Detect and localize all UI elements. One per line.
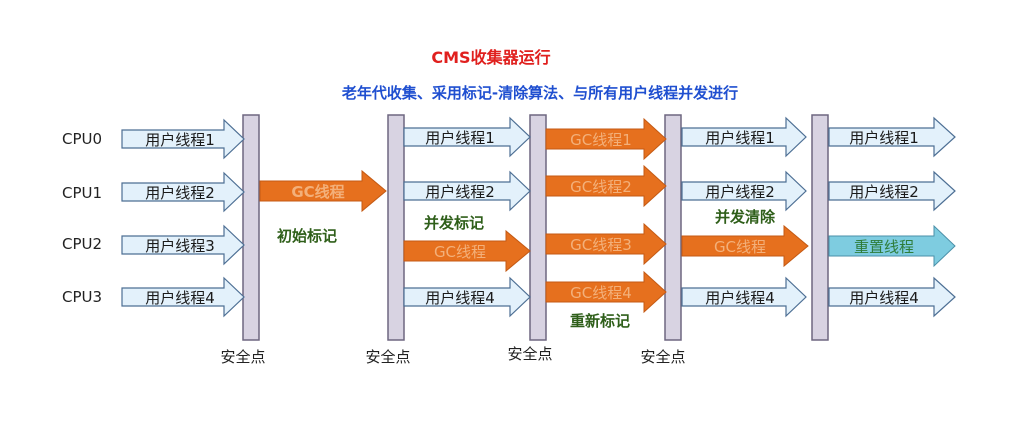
svg-text:用户线程1: 用户线程1 [425,129,495,147]
phase-initial-mark: 初始标记 [277,227,337,245]
safepoint-bar-4 [664,114,682,341]
safepoint-label-2: 安全点 [365,348,410,366]
safepoint-label-4: 安全点 [640,348,685,366]
col6-user-thread-4: 用户线程4 [828,276,956,318]
col6-user-thread-2: 用户线程2 [828,170,956,212]
phase-concurrent-mark: 并发标记 [424,214,484,232]
svg-text:用户线程4: 用户线程4 [145,289,215,307]
col6-user-thread-1: 用户线程1 [828,116,956,158]
svg-text:GC线程: GC线程 [714,238,766,256]
col1-user-thread-1: 用户线程1 [121,118,245,160]
svg-text:GC线程: GC线程 [434,243,486,261]
svg-text:用户线程4: 用户线程4 [425,289,495,307]
svg-text:用户线程4: 用户线程4 [849,289,919,307]
svg-text:用户线程1: 用户线程1 [705,129,775,147]
cpu-label-2: CPU2 [62,235,102,253]
svg-text:用户线程1: 用户线程1 [145,131,215,149]
diagram-title: CMS收集器运行 [431,48,550,67]
svg-text:用户线程2: 用户线程2 [145,184,215,202]
cpu-label-3: CPU3 [62,288,102,306]
remark-gc-thread-3: GC线程3 [545,222,667,266]
safepoint-bar-1 [242,114,260,341]
safepoint-bar-5 [811,114,829,341]
col5-user-thread-4: 用户线程4 [681,276,807,318]
safepoint-label-1: 安全点 [220,348,265,366]
cpu-label-0: CPU0 [62,130,102,148]
safepoint-bar-3 [529,114,547,341]
svg-text:用户线程4: 用户线程4 [705,289,775,307]
svg-text:用户线程3: 用户线程3 [145,237,215,255]
remark-gc-thread-1: GC线程1 [545,117,667,161]
col5-user-thread-1: 用户线程1 [681,116,807,158]
safepoint-bar-2 [387,114,405,341]
svg-text:用户线程2: 用户线程2 [705,183,775,201]
remark-gc-thread-4: GC线程4 [545,270,667,314]
phase-concurrent-sweep: 并发清除 [715,208,776,226]
col3-user-thread-1: 用户线程1 [403,116,531,158]
svg-text:GC线程3: GC线程3 [570,236,632,254]
phase-remark: 重新标记 [570,312,630,330]
svg-text:GC线程2: GC线程2 [570,178,632,196]
svg-text:用户线程2: 用户线程2 [849,183,919,201]
diagram-subtitle: 老年代收集、采用标记-清除算法、与所有用户线程并发进行 [341,84,738,102]
remark-gc-thread-2: GC线程2 [545,164,667,208]
col3-user-thread-4: 用户线程4 [403,276,531,318]
svg-text:重置线程: 重置线程 [854,238,914,256]
initial-mark-gc-thread: GC线程 [259,169,387,213]
col1-user-thread-2: 用户线程2 [121,171,245,213]
svg-text:用户线程1: 用户线程1 [849,129,919,147]
svg-text:GC线程4: GC线程4 [570,284,632,302]
cpu-label-1: CPU1 [62,184,102,202]
svg-text:GC线程1: GC线程1 [570,131,632,149]
col5-user-thread-2: 用户线程2 [681,170,807,212]
col1-user-thread-4: 用户线程4 [121,276,245,318]
svg-text:用户线程2: 用户线程2 [425,183,495,201]
col1-user-thread-3: 用户线程3 [121,224,245,266]
col3-gc-thread: GC线程 [403,229,531,273]
safepoint-label-3: 安全点 [507,345,552,363]
col6-reset-thread: 重置线程 [828,224,956,268]
col3-user-thread-2: 用户线程2 [403,170,531,212]
col5-gc-thread: GC线程 [681,224,809,268]
svg-text:GC线程: GC线程 [291,183,344,201]
